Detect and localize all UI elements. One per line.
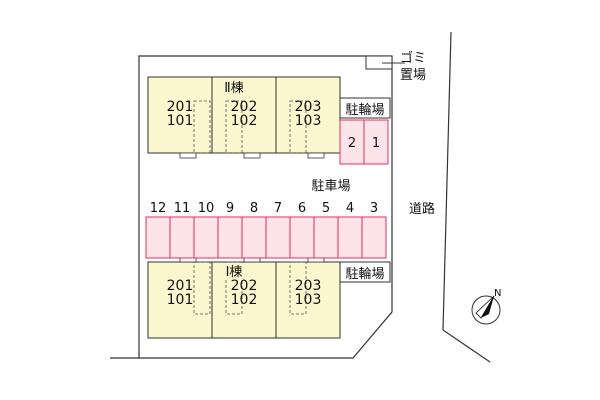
parking-space-number: 11: [174, 201, 191, 216]
building-label: Ⅱ棟: [224, 81, 243, 96]
unit-block: [147, 261, 213, 339]
compass-north-label: N: [494, 288, 501, 299]
unit-number-lower: 101: [167, 292, 194, 308]
parking-space-number: 5: [322, 201, 330, 216]
unit-number-lower: 103: [295, 292, 322, 308]
bike-parking-bottom-label: 駐輪場: [345, 266, 384, 282]
entrance-outline: [193, 261, 211, 315]
entrance-outline: [225, 261, 243, 315]
parking-space: [313, 216, 339, 259]
parking-space-number: 6: [298, 201, 306, 216]
bike-slot: [339, 119, 365, 165]
parking-space: [169, 216, 195, 259]
garbage-label-line1: ゴミ: [400, 50, 426, 66]
parking-row: 12 11 10 9 8 7 6 5 4 3: [145, 201, 387, 259]
parking-space-number: 10: [198, 201, 215, 216]
unit-block: [147, 76, 213, 154]
parking-space: [145, 216, 171, 259]
entrance-outline: [193, 100, 211, 154]
parking-space: [217, 216, 243, 259]
unit-number-upper: 203: [295, 278, 322, 294]
entrance-step: [307, 152, 325, 159]
unit-number-upper: 201: [167, 278, 194, 294]
parking-label: 駐車場: [311, 179, 350, 194]
building-label-bg: [218, 263, 250, 279]
unit-number-lower: 103: [295, 113, 322, 129]
parking-space: [289, 216, 315, 259]
unit-number-upper: 203: [295, 99, 322, 115]
entrance-outline: [225, 100, 243, 154]
bike-parking-top-label-box: [339, 97, 391, 119]
garbage-label-line2: 置場: [400, 68, 426, 83]
unit-number-upper: 201: [167, 99, 194, 115]
entrance-outline: [289, 100, 307, 154]
parking-space-number: 3: [370, 201, 378, 216]
parking-space-number: 7: [274, 201, 282, 216]
entrance-outline: [289, 261, 307, 315]
entrance-step: [243, 152, 261, 159]
entrance-step: [179, 152, 197, 159]
bike-slot-number: 2: [348, 136, 356, 151]
road-label: 道路: [409, 201, 435, 217]
parking-space-number: 12: [150, 201, 167, 216]
unit-number-lower: 102: [231, 113, 258, 129]
parking-space: [193, 216, 219, 259]
parking-space: [361, 216, 387, 259]
parking-space-number: 4: [346, 201, 354, 216]
compass-needle-outline: [475, 295, 495, 319]
building-label: Ⅰ棟: [226, 265, 243, 280]
unit-block: [275, 261, 341, 339]
road-corner-line: [442, 329, 491, 363]
bike-parking-bottom-label-box: [339, 261, 391, 283]
parking-space: [241, 216, 267, 259]
unit-number-upper: 202: [231, 278, 258, 294]
bike-slot: [363, 119, 389, 165]
compass: N: [471, 288, 501, 325]
parking-space-number: 8: [250, 201, 258, 216]
road-edge-line: [442, 31, 452, 331]
unit-number-upper: 202: [231, 99, 258, 115]
unit-number-lower: 102: [231, 292, 258, 308]
parking-space: [265, 216, 291, 259]
parking-space: [337, 216, 363, 259]
unit-number-lower: 101: [167, 113, 194, 129]
building-label-bg: [218, 79, 250, 95]
bike-slot-number: 1: [372, 136, 380, 151]
parking-space-number: 9: [226, 201, 234, 216]
bike-parking-top-label: 駐輪場: [345, 102, 384, 118]
